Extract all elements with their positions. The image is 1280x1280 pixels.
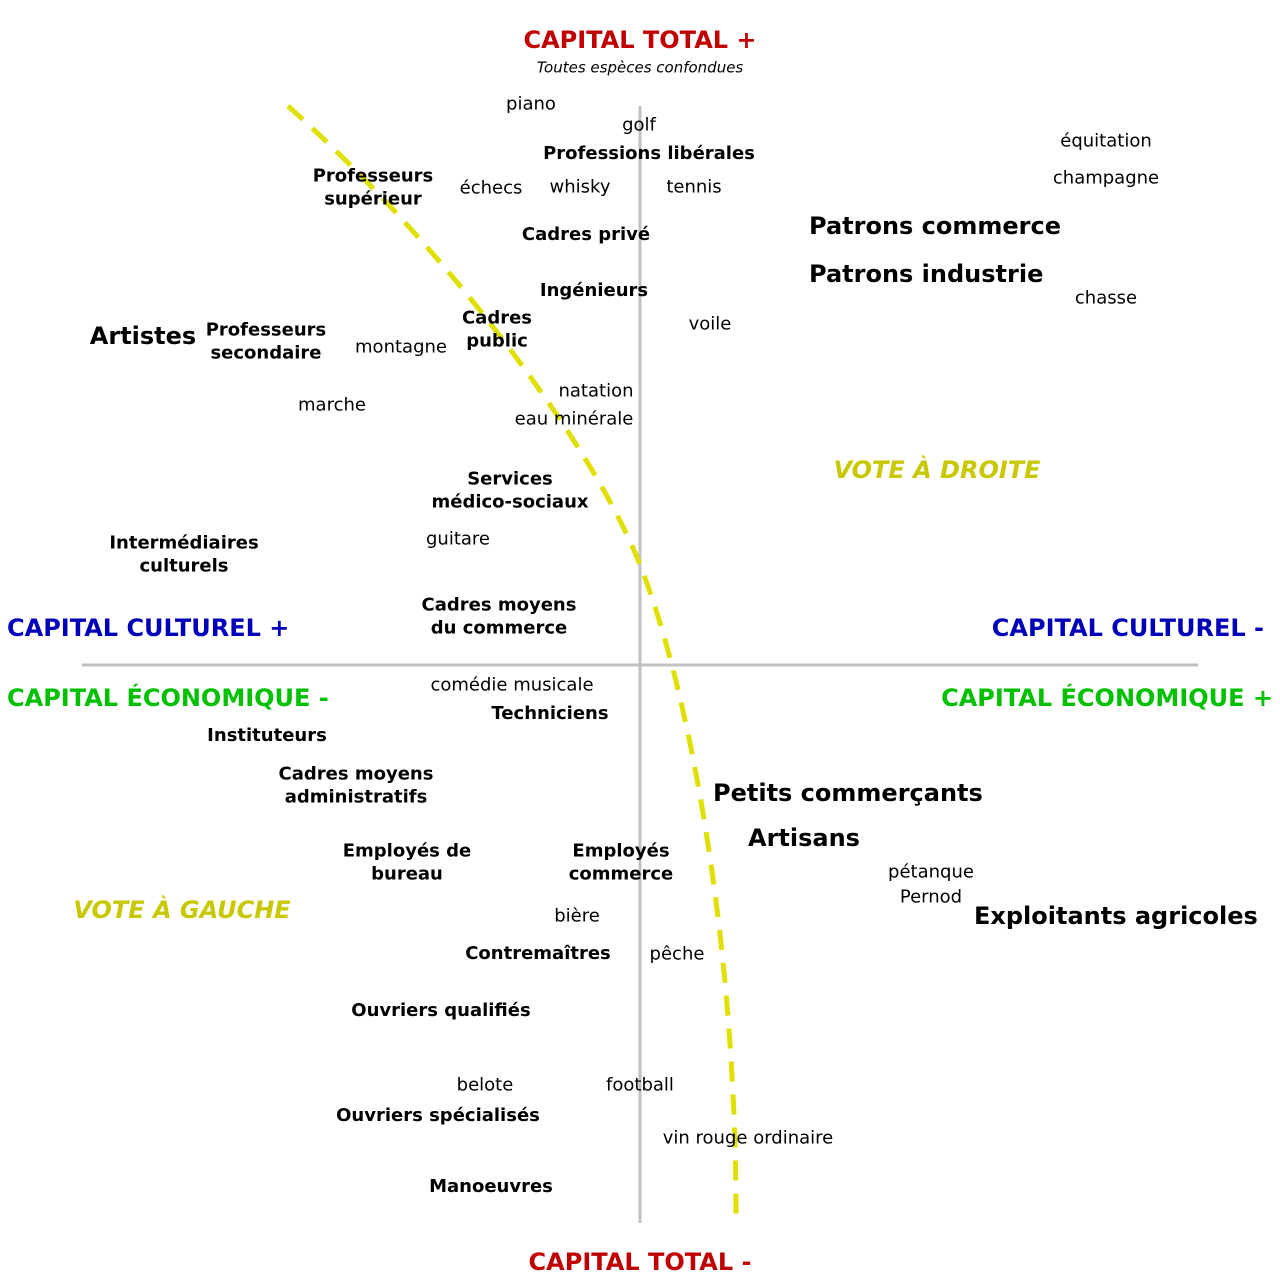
group-label: Cadres privé (521, 223, 651, 245)
group-label: Employés commerce (568, 840, 674, 885)
group-label: Instituteurs (207, 724, 327, 746)
activity-label: tennis (666, 176, 722, 198)
vote-gauche-label: VOTE À GAUCHE (73, 896, 291, 925)
group-label: Services médico-sociaux (431, 468, 589, 513)
capital-culturel-plus-label: CAPITAL CULTUREL + (7, 614, 290, 643)
group-label: Exploitants agricoles (974, 902, 1258, 931)
capital-economique-minus-label: CAPITAL ÉCONOMIQUE - (7, 684, 329, 713)
activity-label: marche (298, 394, 366, 416)
vote-droite-label: VOTE À DROITE (833, 456, 1041, 485)
activity-label: pêche (649, 943, 705, 965)
capital-total-plus-label: CAPITAL TOTAL + (523, 26, 757, 55)
activity-label: guitare (425, 528, 491, 550)
activity-label: comédie musicale (430, 674, 594, 696)
activity-label: montagne (355, 336, 447, 358)
group-label: Intermédiaires culturels (109, 532, 259, 577)
activity-label: football (606, 1074, 674, 1096)
group-label: Techniciens (491, 702, 609, 724)
activity-label: vin rouge ordinaire (662, 1127, 834, 1149)
activity-label: voile (688, 313, 732, 335)
activity-label: whisky (549, 176, 611, 198)
activity-label: eau minérale (514, 408, 634, 430)
vote-divide-line (286, 104, 739, 1224)
group-label: Cadres moyens administratifs (278, 763, 434, 808)
activity-label: bière (554, 905, 600, 927)
group-label: Cadres public (461, 307, 533, 352)
activity-label: pétanque (888, 861, 974, 883)
activity-label: piano (506, 93, 556, 115)
capital-total-subtitle: Toutes espèces confondues (536, 58, 744, 77)
group-label: Patrons commerce (809, 212, 1062, 241)
group-label: Artisans (748, 824, 860, 853)
activity-label: chasse (1074, 287, 1138, 309)
group-label: Patrons industrie (809, 260, 1044, 289)
activity-label: golf (622, 114, 656, 136)
capital-total-minus-label: CAPITAL TOTAL - (528, 1248, 752, 1277)
activity-label: Pernod (899, 886, 963, 908)
group-label: Ingénieurs (539, 279, 649, 301)
capital-economique-plus-label: CAPITAL ÉCONOMIQUE + (941, 684, 1273, 713)
group-label: Professeurs supérieur (312, 165, 434, 210)
activity-label: équitation (1060, 130, 1152, 152)
group-label: Contremaîtres (465, 942, 611, 964)
group-label: Professions libérales (543, 142, 755, 164)
group-label: Employés de bureau (342, 840, 472, 885)
activity-label: belote (456, 1074, 514, 1096)
group-label: Cadres moyens du commerce (421, 594, 577, 639)
group-label: Artistes (89, 322, 197, 351)
activity-label: champagne (1052, 167, 1160, 189)
group-label: Manoeuvres (429, 1175, 553, 1197)
group-label: Ouvriers qualifiés (351, 999, 531, 1021)
capital-culturel-minus-label: CAPITAL CULTUREL - (991, 614, 1264, 643)
group-label: Petits commerçants (713, 779, 983, 808)
group-label: Professeurs secondaire (205, 319, 327, 364)
group-label: Ouvriers spécialisés (336, 1104, 540, 1126)
activity-label: échecs (459, 177, 523, 199)
activity-label: natation (558, 380, 634, 402)
